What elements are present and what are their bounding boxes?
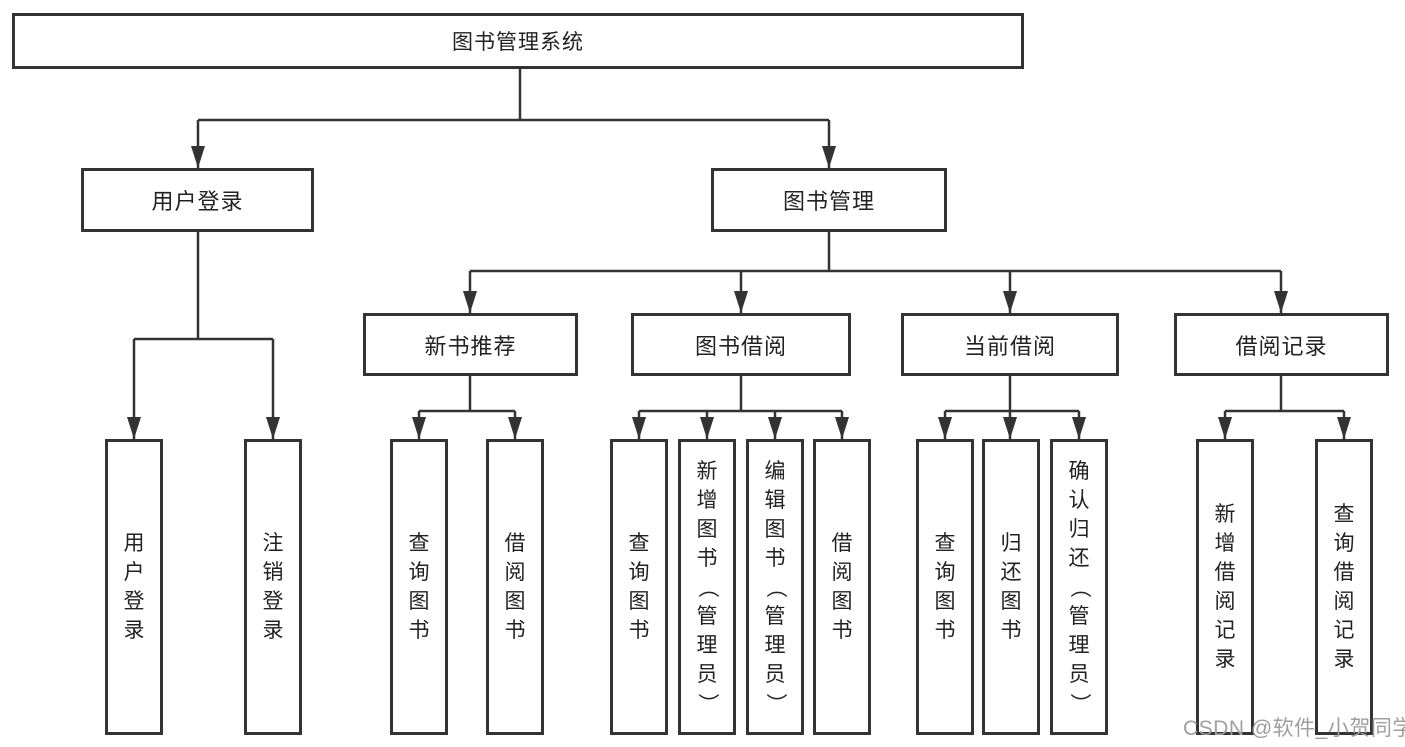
leaf-label: 借阅图书	[504, 532, 526, 642]
node-new-book-recommend-label: 新书推荐	[424, 333, 517, 359]
leaf-label: 新增图书（管理员）	[695, 459, 719, 714]
arrowhead	[1218, 417, 1232, 439]
connector-records-to-leaves	[1223, 376, 1346, 439]
arrowhead	[463, 291, 477, 313]
node-leaf-query-books-recommend: 查询图书	[390, 439, 448, 735]
node-user-login-label: 用户登录	[151, 189, 244, 214]
leaf-label: 确认归还（管理员）	[1067, 459, 1091, 714]
node-current-borrow-label: 当前借阅	[963, 333, 1056, 359]
node-user-login: 用户登录	[81, 168, 314, 232]
node-leaf-logout: 注销登录	[244, 439, 302, 735]
arrowhead	[1072, 417, 1086, 439]
connector-bookmgmt-to-level3	[468, 232, 1283, 313]
leaf-label: 查询借阅记录	[1333, 503, 1355, 671]
node-root: 图书管理系统	[12, 13, 1024, 69]
connector-current-to-leaves	[943, 376, 1081, 439]
connector-root-to-level2	[196, 69, 831, 168]
connector-userlogin-to-leaves	[132, 232, 275, 439]
node-leaf-query-books-borrow: 查询图书	[610, 439, 668, 735]
leaf-label: 新增借阅记录	[1214, 503, 1236, 671]
node-leaf-query-borrow-record: 查询借阅记录	[1315, 439, 1373, 735]
leaf-label: 查询图书	[934, 532, 956, 642]
node-leaf-edit-books-admin: 编辑图书（管理员）	[746, 439, 804, 735]
arrowhead	[1337, 417, 1351, 439]
arrowhead	[938, 417, 952, 439]
node-borrow-records-label: 借阅记录	[1235, 333, 1328, 359]
arrowhead	[822, 146, 836, 168]
node-book-borrow: 图书借阅	[631, 313, 851, 376]
node-leaf-borrow-books: 借阅图书	[813, 439, 871, 735]
node-leaf-query-books-current: 查询图书	[916, 439, 974, 735]
arrowhead	[700, 417, 714, 439]
node-borrow-records: 借阅记录	[1174, 313, 1389, 376]
leaf-label: 编辑图书（管理员）	[763, 459, 787, 714]
connector-borrow-to-leaves	[637, 376, 844, 439]
leaf-label: 借阅图书	[831, 532, 853, 642]
arrowhead	[191, 146, 205, 168]
node-leaf-add-borrow-record: 新增借阅记录	[1196, 439, 1254, 735]
arrowhead	[1003, 291, 1017, 313]
arrowhead	[412, 417, 426, 439]
leaf-label: 注销登录	[262, 532, 284, 642]
node-current-borrow: 当前借阅	[901, 313, 1119, 376]
node-new-book-recommend: 新书推荐	[363, 313, 578, 376]
node-leaf-add-books-admin: 新增图书（管理员）	[678, 439, 736, 735]
connector-recommend-to-leaves	[417, 376, 517, 439]
arrowhead	[127, 417, 141, 439]
leaf-label: 用户登录	[123, 532, 145, 642]
node-leaf-return-books: 归还图书	[982, 439, 1040, 735]
arrowhead	[734, 291, 748, 313]
arrowhead	[835, 417, 849, 439]
leaf-label: 查询图书	[628, 532, 650, 642]
node-leaf-user-login: 用户登录	[105, 439, 163, 735]
leaf-label: 查询图书	[408, 532, 430, 642]
node-book-management: 图书管理	[711, 168, 947, 232]
node-book-management-label: 图书管理	[782, 189, 875, 214]
node-leaf-confirm-return-admin: 确认归还（管理员）	[1050, 439, 1108, 735]
node-leaf-borrow-books-recommend: 借阅图书	[486, 439, 544, 735]
node-root-label: 图书管理系统	[452, 31, 584, 54]
watermark: CSDN @软件_小贺同学	[1183, 717, 1405, 740]
leaf-label: 归还图书	[1000, 532, 1022, 642]
arrowhead	[1003, 417, 1017, 439]
arrowhead	[266, 417, 280, 439]
arrowhead	[1274, 291, 1288, 313]
node-book-borrow-label: 图书借阅	[694, 333, 787, 359]
arrowhead	[508, 417, 522, 439]
arrowhead	[768, 417, 782, 439]
arrowhead	[632, 417, 646, 439]
